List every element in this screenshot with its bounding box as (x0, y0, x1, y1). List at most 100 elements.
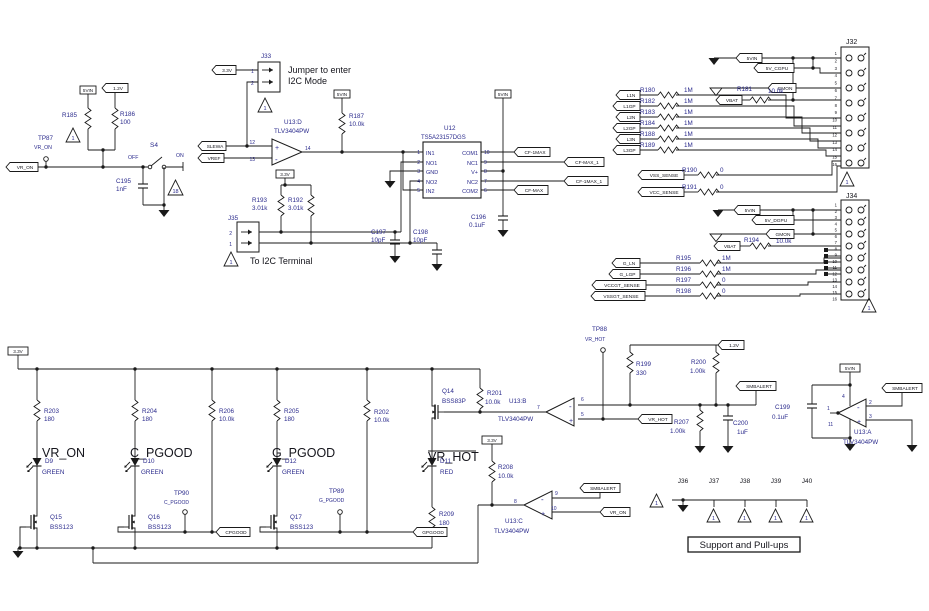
schematic-text: 10 (551, 506, 557, 512)
schematic-text: 0 (722, 277, 726, 284)
schematic-text: 1uF (737, 429, 748, 436)
schematic-text: 180 (439, 520, 450, 527)
schematic-text: BSS123 (148, 524, 172, 531)
net-flag (767, 83, 797, 93)
net-flag-label: 3.3V (222, 68, 233, 74)
schematic-text: - (275, 155, 278, 164)
schematic-text: 1M (722, 266, 731, 273)
note-triangle (706, 507, 721, 523)
connector-pin-number: 3 (835, 66, 838, 71)
junction-dot (848, 436, 852, 440)
signal-ground-icon (709, 233, 723, 243)
schematic-text: R190 (682, 167, 698, 174)
schematic-text: 3.01k (288, 205, 304, 212)
net-flag-label: L2GP (623, 126, 635, 132)
note-triangle-number: 1 (712, 516, 715, 522)
schematic-text: TLV3404PW (274, 128, 309, 135)
schematic-text: R187 (349, 113, 365, 120)
connector-pin-hook (863, 252, 867, 256)
schematic-text: BSS123 (290, 524, 314, 531)
resistor (696, 409, 704, 432)
net-flag-label: L3N (627, 137, 636, 143)
ground-icon (677, 505, 689, 512)
schematic-text: IN2 (426, 189, 435, 195)
nfet (132, 508, 136, 517)
note-triangle-number: 18 (172, 189, 178, 195)
ground-icon (158, 210, 170, 217)
power-net-label: 5VIN (498, 92, 508, 97)
net-flag (513, 147, 551, 157)
connector-pin (857, 69, 865, 77)
schematic-text: Jumper to enter (288, 65, 351, 75)
pfet-arrow (432, 410, 435, 414)
schematic-text: R197 (676, 277, 692, 284)
schematic-text: G_PGOOD (272, 446, 335, 460)
net-flag-label: VREF (208, 156, 221, 162)
schematic-text: - (857, 403, 860, 412)
wire (19, 526, 26, 548)
junction-dot (811, 66, 815, 70)
net-flag-label: SMBALERT (892, 386, 918, 392)
schematic-text: C_PGOOD (164, 500, 189, 506)
connector-pin (845, 278, 853, 286)
schematic-text: 1M (684, 98, 693, 105)
led-arrow (124, 466, 132, 472)
junction-dot (791, 208, 795, 212)
schematic-text: Q15 (50, 514, 62, 521)
connector-pin (857, 144, 865, 152)
schematic-text: 10.0k (219, 416, 235, 423)
junction-dot (35, 367, 39, 371)
wire (866, 392, 903, 407)
opamp (836, 398, 867, 428)
junction-dot (309, 241, 313, 245)
connector-pin (845, 114, 853, 122)
junction-dot (101, 148, 105, 152)
resistor (712, 351, 720, 374)
junction-dot (365, 530, 369, 534)
connector-body (840, 46, 870, 169)
resistor (657, 146, 680, 154)
jumper-body (236, 221, 260, 253)
pin-arrow-head (248, 240, 252, 246)
schematic-text: D11 (440, 458, 452, 465)
junction-dot (408, 241, 412, 245)
resistor (699, 292, 722, 300)
schematic-text: 12 (249, 140, 255, 146)
connector-pin-number: 14 (832, 284, 837, 289)
connector-pin-hook (863, 97, 867, 101)
schematic-text: 10.0k (485, 399, 501, 406)
net-flag-label: CPGOOD (225, 530, 247, 536)
junction-dot (393, 230, 397, 234)
ground-icon (712, 210, 724, 217)
schematic-text: 14 (305, 146, 311, 152)
connector-pin-number: 15 (832, 155, 837, 160)
resistor (697, 188, 720, 196)
connector-pin (845, 206, 853, 214)
schematic-text: U12 (444, 125, 456, 132)
net-flag-label: VR_ON (17, 165, 34, 171)
connector-pin (857, 206, 865, 214)
connector-pin-hook (863, 216, 867, 220)
resistor (476, 387, 484, 410)
schematic-text: 10pF (413, 237, 428, 244)
schematic-text: + (541, 511, 545, 518)
connector-body (840, 199, 870, 301)
schematic-text: R207 (674, 419, 690, 426)
net-flag (599, 507, 631, 517)
net-flag (713, 241, 741, 251)
connector-pin-number: 9 (835, 253, 838, 258)
led-diode (32, 458, 42, 466)
schematic-text: 4 (417, 179, 420, 185)
junction-dot (44, 165, 48, 169)
switch-contact (147, 164, 153, 170)
connector-pin-number: 11 (833, 265, 838, 270)
schematic-text: TP88 (592, 326, 608, 333)
net-flag-label: L3GP (623, 148, 635, 154)
junction-dot (210, 367, 214, 371)
resistor (657, 113, 680, 121)
schematic-text: 1 (229, 242, 232, 248)
connector-pin (845, 254, 853, 262)
schematic-text: COM1 (462, 151, 478, 157)
schematic-text: R196 (676, 266, 692, 273)
schematic-text: R193 (252, 197, 268, 204)
